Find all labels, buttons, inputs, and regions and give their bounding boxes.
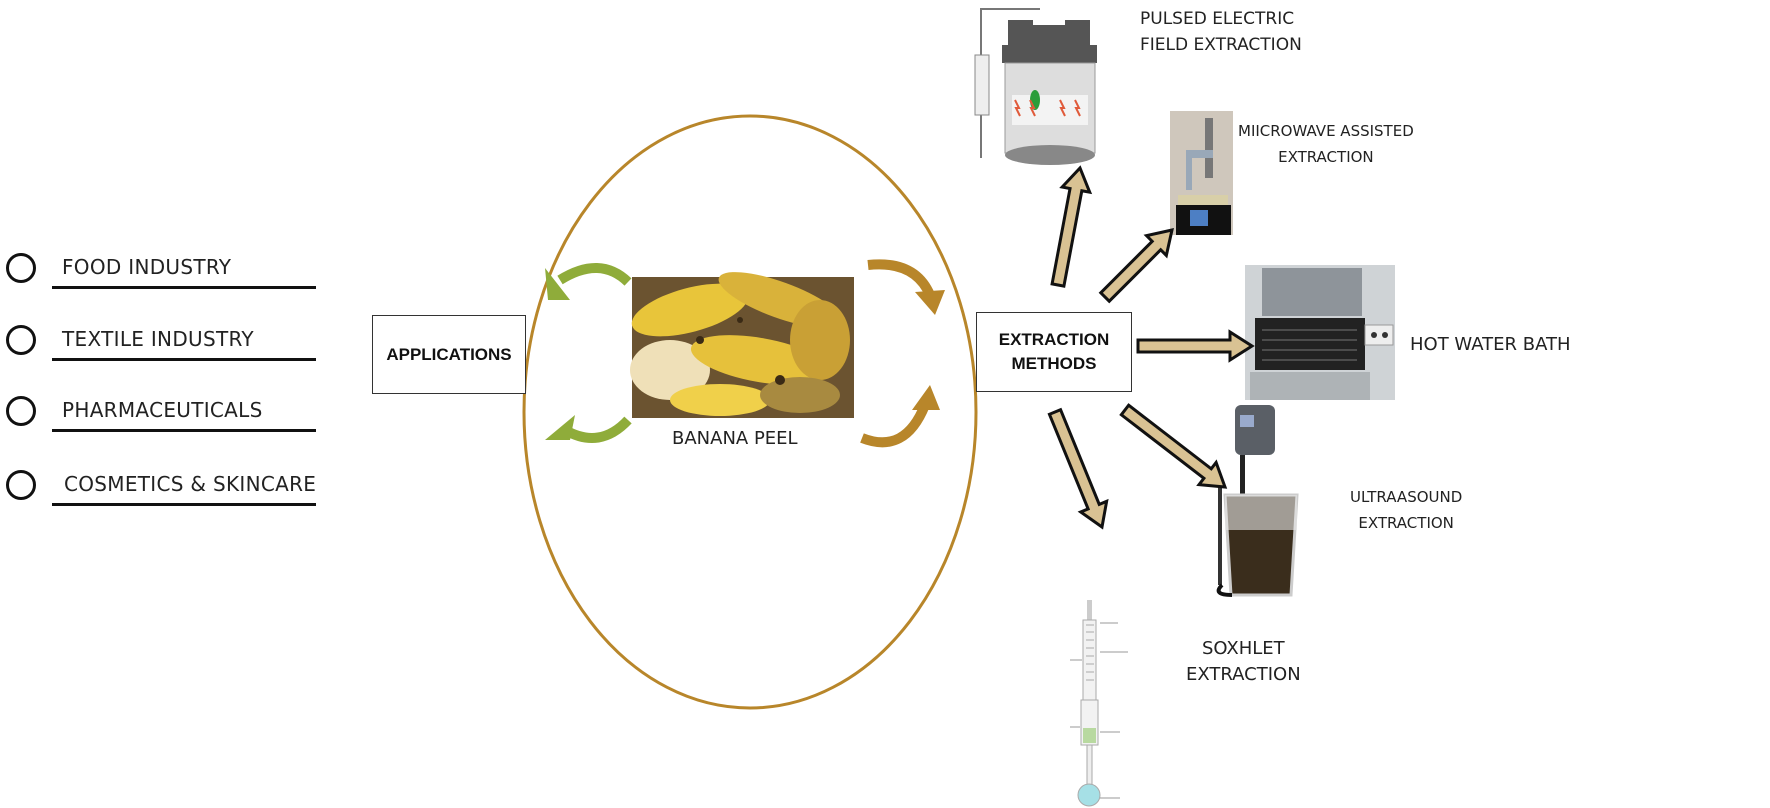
circle-bullet-icon [6,325,36,355]
application-item-textile: TEXTILE INDUSTRY [0,325,330,365]
method-label-hot-water-bath: HOT WATER BATH [1410,332,1571,358]
ultrasound-image [1216,405,1299,597]
application-item-cosmetics: COSMETICS & SKINCARE [0,470,330,510]
extraction-title-line2: METHODS [1011,354,1097,373]
application-item-food: FOOD INDUSTRY [0,253,330,293]
soxhlet-image [1070,600,1128,807]
circle-bullet-icon [6,253,36,283]
extraction-title-line1: EXTRACTION [998,330,1110,349]
method-label-soxhlet: SOXHLET EXTRACTION [1186,636,1301,688]
arrow-to-hot-water-bath [1136,329,1255,363]
application-label: FOOD INDUSTRY [62,255,232,279]
underline [52,286,316,289]
method-label-line: HOT WATER BATH [1410,334,1571,355]
arrow-to-ultrasound [1119,403,1228,489]
green-arrow-top [545,263,632,300]
extraction-methods-box: EXTRACTION METHODS [976,312,1132,392]
arrow-to-microwave [1098,228,1174,304]
application-label: COSMETICS & SKINCARE [64,472,317,496]
pulsed-electric-field-image [974,8,1097,165]
arrow-to-soxhlet [1047,407,1109,530]
banana-peel-circle [522,114,978,710]
method-label-line: SOXHLET [1201,638,1285,659]
method-label-line: ULTRAASOUND [1350,488,1463,506]
method-label-pulsed-electric-field: PULSED ELECTRIC FIELD EXTRACTION [1140,6,1302,58]
method-label-ultrasound: ULTRAASOUND EXTRACTION [1350,484,1462,536]
hot-water-bath-image [1245,265,1395,400]
method-label-line: MIICROWAVE ASSISTED [1238,122,1414,140]
circle-bullet-icon [6,470,36,500]
banana-peel-image [630,272,854,418]
brown-arrow-bottom [860,385,940,448]
method-label-line: PULSED ELECTRIC [1140,9,1295,29]
application-item-pharmaceuticals: PHARMACEUTICALS [0,396,330,436]
underline [52,429,316,432]
method-label-line: FIELD EXTRACTION [1140,35,1302,55]
method-label-microwave: MIICROWAVE ASSISTED EXTRACTION [1238,118,1414,170]
circle-bullet-icon [6,396,36,426]
method-label-line: EXTRACTION [1278,148,1374,166]
brown-arrow-top [867,259,945,315]
application-label: TEXTILE INDUSTRY [62,327,254,351]
method-label-line: EXTRACTION [1358,514,1454,532]
banana-peel-label: BANANA PEEL [672,428,798,449]
method-arrows [1047,165,1255,530]
microwave-image [1170,111,1233,235]
underline [52,358,316,361]
green-arrow-bottom [545,415,632,443]
application-label: PHARMACEUTICALS [62,398,263,422]
arrow-to-pulsed-electric-field [1050,165,1093,288]
applications-box: APPLICATIONS [372,315,526,394]
applications-title: APPLICATIONS [386,344,512,364]
method-label-line: EXTRACTION [1186,664,1301,685]
underline [52,503,316,506]
